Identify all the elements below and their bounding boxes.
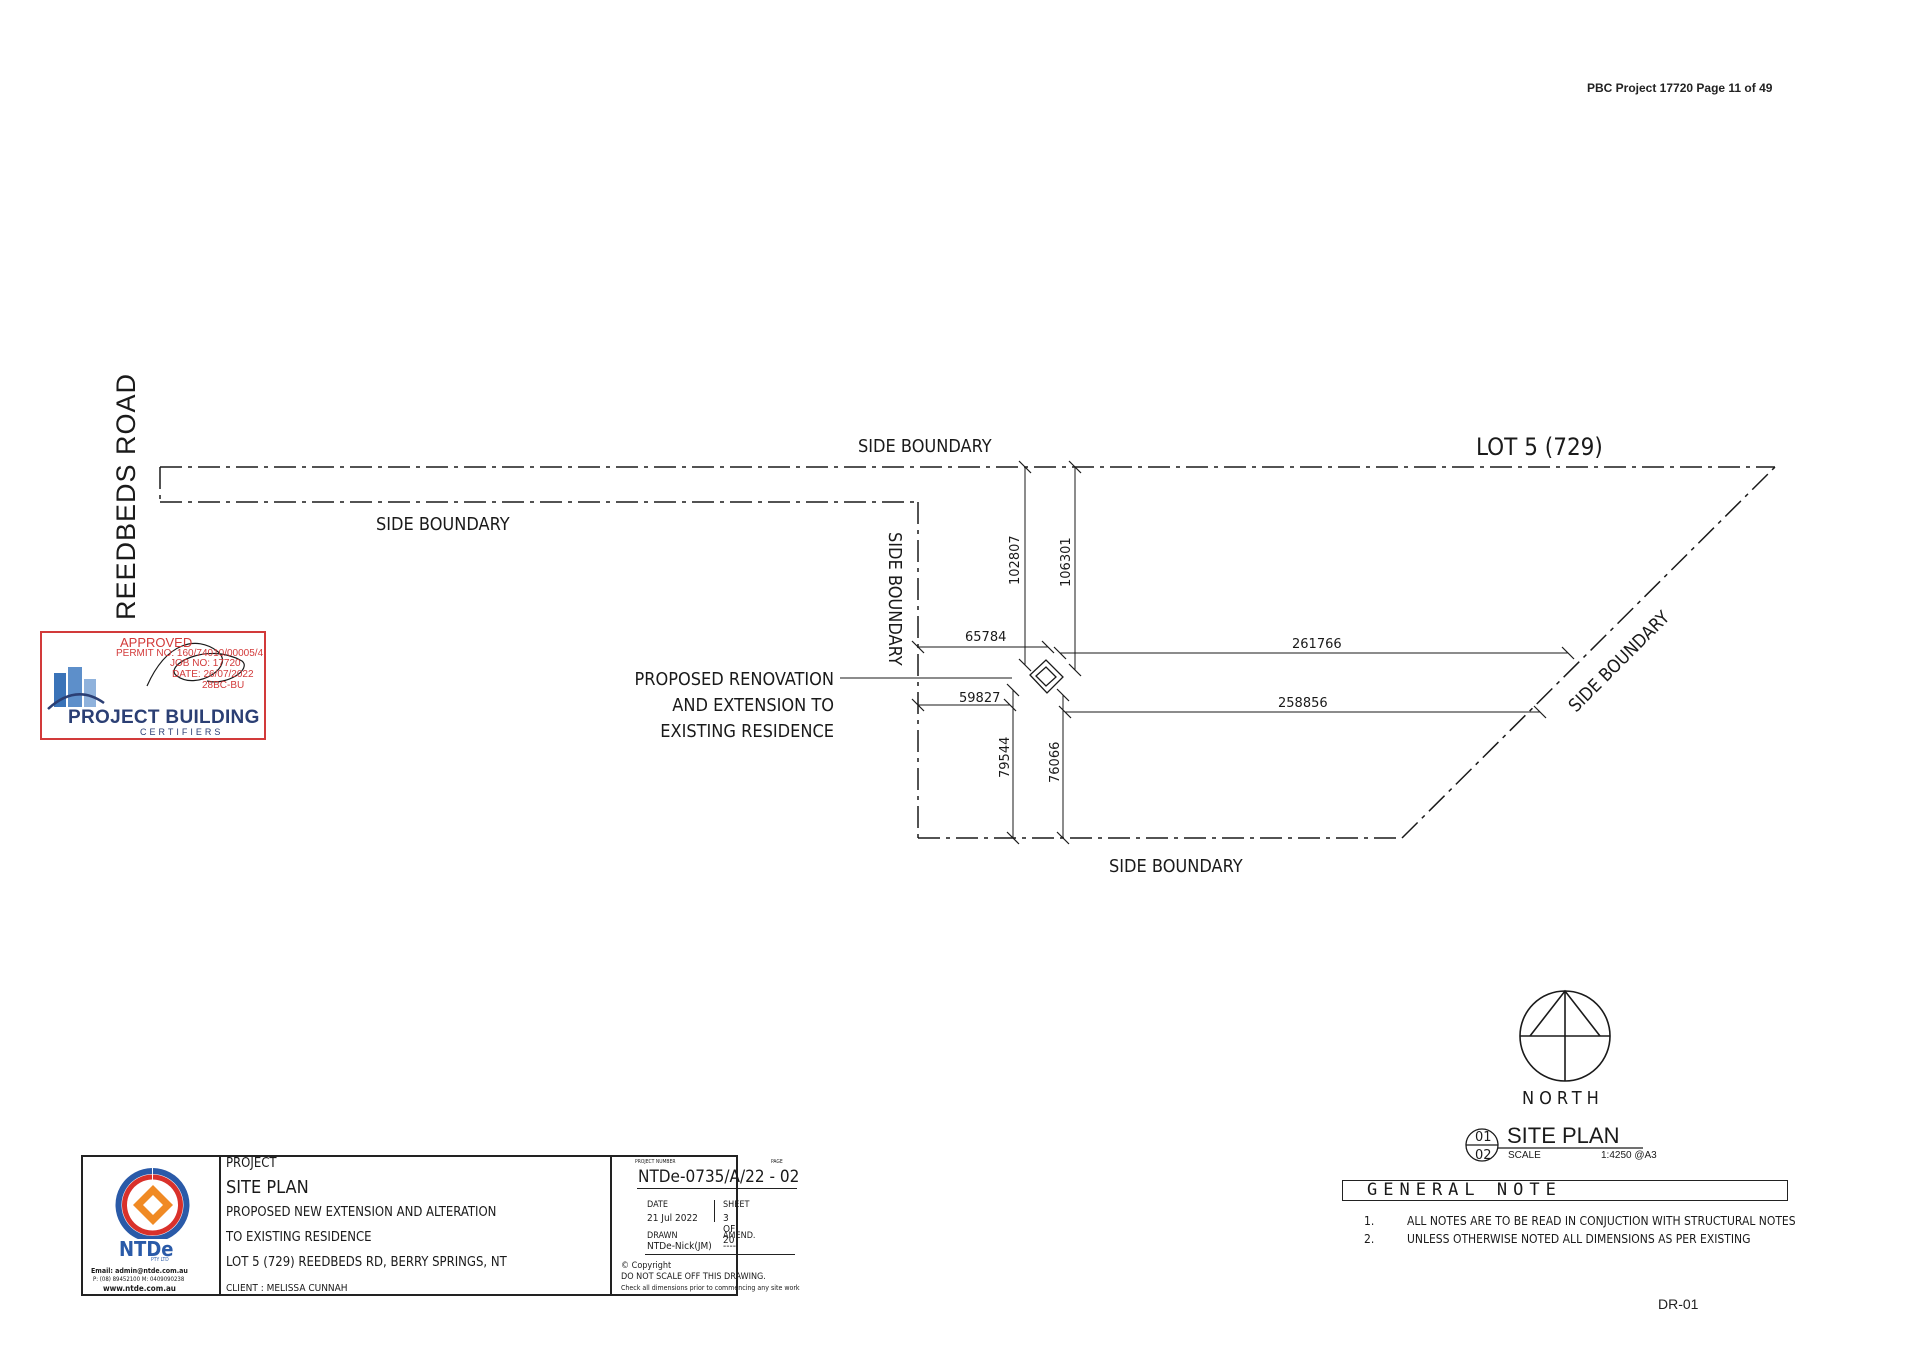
dimension-106301: 106301 bbox=[1059, 537, 1074, 587]
ntde-logo-sub: PTY LTD bbox=[151, 1257, 169, 1263]
building-icon bbox=[47, 667, 105, 710]
ntde-email: Email: admin@ntde.com.au bbox=[91, 1267, 188, 1275]
tb-desc-2: TO EXISTING RESIDENCE bbox=[226, 1230, 372, 1245]
residence-footprint bbox=[1029, 659, 1064, 694]
general-note-title: GENERAL NOTE bbox=[1342, 1180, 1788, 1201]
tb-check: Check all dimensions prior to commencing… bbox=[621, 1284, 800, 1292]
title-block-details: PROJECT NUMBER PAGE NTDe-0735/A/22 - 02 … bbox=[611, 1157, 800, 1294]
ntde-logo-panel: NTDe PTY LTD Email: admin@ntde.com.au P:… bbox=[83, 1157, 221, 1294]
road-label: REEDBEDS ROAD bbox=[111, 373, 141, 620]
tb-amend-label: AMEND. bbox=[723, 1231, 756, 1241]
tb-sheet-value: 3 OF 20 bbox=[723, 1213, 736, 1246]
upper-left-boundary-label: SIDE BOUNDARY bbox=[376, 514, 510, 535]
dimension-258856: 258856 bbox=[1278, 696, 1328, 711]
general-note-1-num: 1. bbox=[1364, 1214, 1375, 1228]
renovation-label-line3: EXISTING RESIDENCE bbox=[660, 721, 834, 742]
tb-sheet-label: SHEET bbox=[723, 1200, 750, 1210]
renovation-label-line2: AND EXTENSION TO bbox=[672, 695, 834, 716]
north-label: NORTH bbox=[1522, 1088, 1604, 1109]
diagonal-boundary-label: SIDE BOUNDARY bbox=[1565, 607, 1674, 716]
tb-drawn-label: DRAWN bbox=[647, 1231, 678, 1241]
north-arrow-icon bbox=[1519, 989, 1611, 1082]
tb-page-label: PAGE bbox=[771, 1159, 783, 1165]
stamp-approved: APPROVED bbox=[120, 635, 193, 650]
tb-noscale: DO NOT SCALE OFF THIS DRAWING. bbox=[621, 1272, 766, 1282]
stamp-company-sub: CERTIFIERS bbox=[140, 727, 224, 737]
renovation-label-line1: PROPOSED RENOVATION bbox=[634, 669, 834, 690]
dimension-65784: 65784 bbox=[965, 630, 1006, 645]
ntde-web: www.ntde.com.au bbox=[103, 1284, 176, 1293]
tb-project-number-label: PROJECT NUMBER bbox=[635, 1159, 676, 1165]
tb-divider-3 bbox=[645, 1254, 795, 1255]
signature-icon bbox=[146, 642, 245, 687]
dimension-59827: 59827 bbox=[959, 691, 1000, 706]
tb-drawn-value: NTDe-Nick(JM) bbox=[647, 1241, 712, 1252]
ntde-logo-name: NTDe bbox=[119, 1237, 174, 1261]
general-note-1-text: ALL NOTES ARE TO BE READ IN CONJUCTION W… bbox=[1407, 1214, 1796, 1228]
site-plan-title: SITE PLAN bbox=[1507, 1123, 1619, 1148]
stamp-permit: PERMIT NO: 160/74010/00005/4 bbox=[116, 648, 264, 659]
dimension-102807: 102807 bbox=[1008, 535, 1023, 585]
tb-divider-2 bbox=[714, 1200, 715, 1222]
tb-client: CLIENT : MELISSA CUNNAH bbox=[226, 1283, 348, 1294]
dimension-76066: 76066 bbox=[1048, 742, 1063, 783]
tb-amend-value: ---- bbox=[723, 1241, 736, 1252]
page-header: PBC Project 17720 Page 11 of 49 bbox=[1587, 81, 1773, 95]
tb-divider-1 bbox=[637, 1188, 797, 1189]
title-block-description: PROJECT SITE PLAN PROPOSED NEW EXTENSION… bbox=[221, 1156, 612, 1294]
tb-sheet-title: SITE PLAN bbox=[226, 1177, 309, 1198]
drawing-reference: DR-01 bbox=[1658, 1296, 1699, 1312]
site-plan-number-top: 01 bbox=[1475, 1130, 1492, 1145]
tb-project-number: NTDe-0735/A/22 - 02 bbox=[638, 1167, 800, 1187]
stamp-initials: 28BC-BU bbox=[202, 680, 245, 691]
tb-desc-1: PROPOSED NEW EXTENSION AND ALTERATION bbox=[226, 1205, 497, 1220]
site-plan-scale-label: SCALE bbox=[1508, 1150, 1541, 1161]
tb-address: LOT 5 (729) REEDBEDS RD, BERRY SPRINGS, … bbox=[226, 1255, 507, 1270]
site-plan-scale-value: 1:4250 @A3 bbox=[1601, 1150, 1657, 1161]
general-note-2-text: UNLESS OTHERWISE NOTED ALL DIMENSIONS AS… bbox=[1407, 1232, 1751, 1246]
lot-boundary bbox=[159, 466, 1776, 839]
bottom-boundary-label: SIDE BOUNDARY bbox=[1109, 856, 1243, 877]
dimension-ticks bbox=[911, 460, 1575, 845]
title-block: NTDe PTY LTD Email: admin@ntde.com.au P:… bbox=[81, 1155, 800, 1296]
stamp-date: DATE: 26/07/2022 bbox=[172, 669, 254, 680]
top-boundary-label: SIDE BOUNDARY bbox=[858, 436, 992, 457]
tb-project-label: PROJECT bbox=[226, 1156, 277, 1171]
site-plan-number-bottom: 02 bbox=[1475, 1148, 1492, 1163]
dimension-79544: 79544 bbox=[998, 737, 1013, 778]
approval-stamp: APPROVED PERMIT NO: 160/74010/00005/4 JO… bbox=[40, 631, 266, 740]
vertical-boundary-label: SIDE BOUNDARY bbox=[884, 532, 905, 666]
ntde-logo-icon bbox=[115, 1168, 190, 1239]
lot-label: LOT 5 (729) bbox=[1476, 433, 1603, 461]
stamp-job: JOB NO: 17720 bbox=[170, 658, 241, 669]
tb-date-value: 21 Jul 2022 bbox=[647, 1213, 698, 1224]
tb-copyright: © Copyright bbox=[621, 1261, 672, 1271]
site-plan-bubble bbox=[1465, 1128, 1643, 1162]
dimension-lines bbox=[840, 467, 1568, 838]
general-note-2-num: 2. bbox=[1364, 1232, 1375, 1246]
ntde-phone: P: (08) 89452100 M: 0409090238 bbox=[93, 1276, 185, 1283]
tb-date-label: DATE bbox=[647, 1200, 668, 1210]
stamp-company: PROJECT BUILDING bbox=[68, 707, 260, 728]
dimension-261766: 261766 bbox=[1292, 637, 1342, 652]
